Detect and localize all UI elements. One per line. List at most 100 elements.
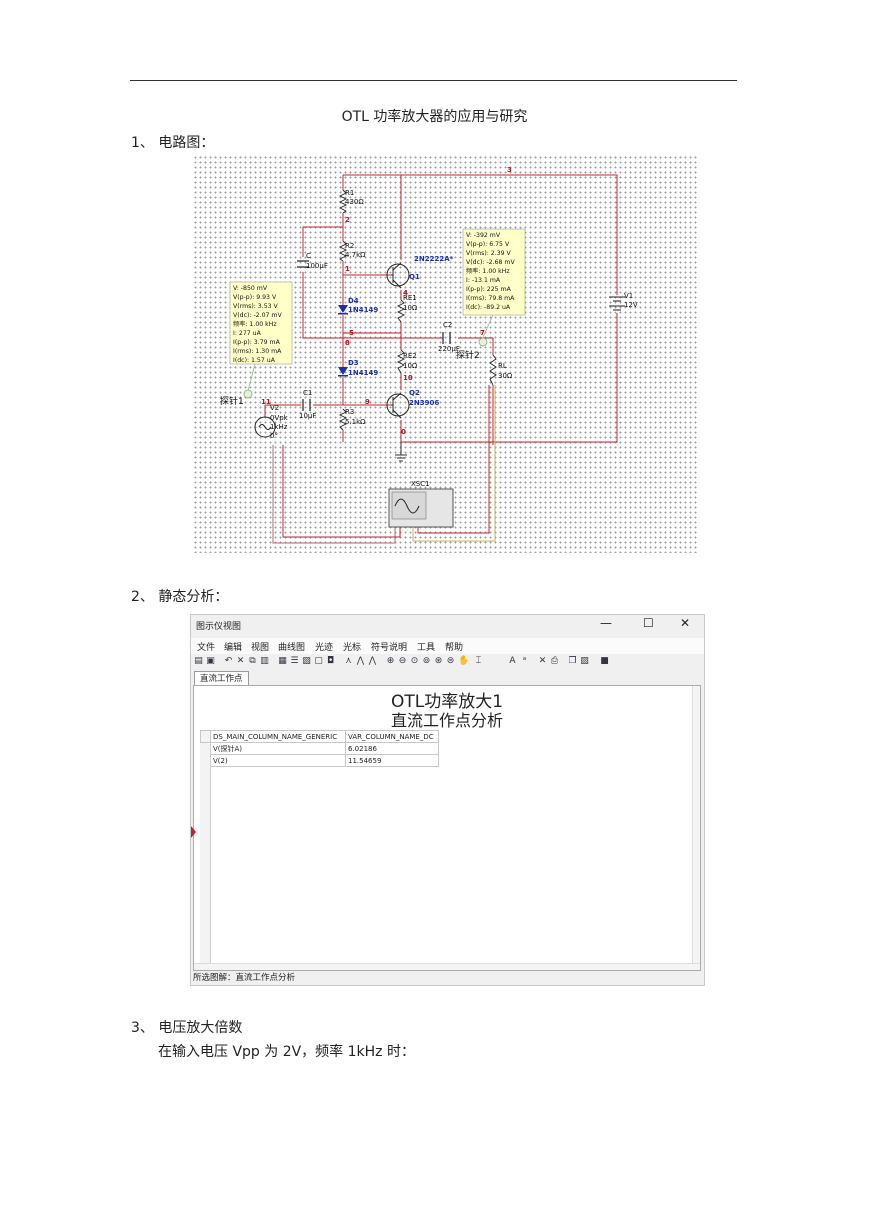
menu-cursor[interactable]: 光标	[343, 643, 362, 653]
table-row[interactable]: 1 V(探针A) 6.02186	[200, 742, 699, 755]
node-label: 2	[345, 216, 350, 224]
status-bar: 所选图解：直流工作点分析	[191, 971, 704, 985]
cursor-pair-icon[interactable]: ⋀	[356, 656, 365, 666]
section-heading-circuit: 1、 电路图：	[131, 135, 215, 151]
q1-label: Q1	[409, 273, 420, 281]
text-icon[interactable]: A	[509, 656, 516, 666]
copy-graph-icon[interactable]: ❐	[568, 656, 577, 666]
xsc-label: XSC1	[411, 480, 430, 488]
column-header-name[interactable]: DS_MAIN_COLUMN_NAME_GENERIC	[210, 730, 346, 743]
tab-dc-operating-point[interactable]: 直流工作点	[194, 671, 249, 686]
zoom-in-icon[interactable]: ⊕	[386, 656, 395, 666]
vertical-scrollbar[interactable]	[692, 686, 700, 970]
paste-icon[interactable]: ▥	[260, 656, 269, 666]
r2-value: 4.7kΩ	[345, 251, 366, 259]
export-icon[interactable]: ⎙	[550, 656, 559, 666]
results-panel: OTL功率放大1 直流工作点分析 DS_MAIN_COLUMN_NAME_GEN…	[191, 685, 701, 971]
r3-value: 5.1kΩ	[345, 418, 366, 426]
row-name: V(2)	[210, 754, 346, 767]
menu-help[interactable]: 帮助	[445, 643, 464, 653]
probe2-line: I: -13.1 mA	[466, 277, 501, 284]
probe1-line: I(rms): 1.30 mA	[233, 348, 282, 355]
probe1-name: 探针1	[220, 395, 244, 407]
probe1-line: V: -850 mV	[233, 285, 268, 292]
stop-icon[interactable]: ■	[600, 656, 609, 666]
window-icon[interactable]: ◘	[326, 656, 335, 666]
c-value: 100µF	[306, 262, 328, 270]
v2-frequency: 1kHz	[270, 423, 288, 431]
undo-icon[interactable]: ↶	[224, 656, 233, 666]
zoom-area-icon[interactable]: ⊙	[410, 656, 419, 666]
delete-icon[interactable]: ✕	[236, 656, 245, 666]
node-label: 9	[365, 398, 370, 406]
menu-edit[interactable]: 编辑	[224, 643, 243, 653]
rl-value: 30Ω	[498, 372, 513, 380]
c1-label: C1	[303, 389, 312, 397]
minimize-icon[interactable]: —	[600, 616, 612, 630]
header-rule	[130, 80, 737, 81]
node-label: 11	[261, 398, 271, 406]
list-icon[interactable]: ☰	[290, 656, 299, 666]
probe1-line: I(p-p): 3.79 mA	[233, 339, 281, 346]
toolbar: ▤ ▣ ↶ ✕ ⧉ ▥ ▦ ☰ ▧ ▢ ◘ ⋏ ⋀ ⋀ ⊕ ⊖ ⊙ ⊚ ⊛ ⊜ …	[191, 655, 704, 669]
maximize-icon[interactable]: ☐	[643, 616, 654, 630]
node-label: 10	[403, 374, 413, 382]
probe1-line: V(dc): -2.07 mV	[233, 312, 282, 319]
probe2-name: 探针2	[456, 349, 480, 361]
pan-icon[interactable]: ✋	[458, 656, 470, 666]
probe1-line: V(rms): 3.53 V	[233, 303, 279, 310]
node-label: 8	[345, 339, 350, 347]
d3-label: D3	[348, 359, 359, 367]
copy-icon[interactable]: ⧉	[249, 656, 256, 666]
row-value: 6.02186	[345, 742, 439, 755]
circuit-diagram: R1 430Ω R2 4.7kΩ C 100µF 2N2222A* Q1 D4 …	[193, 155, 698, 553]
cursor-move-icon[interactable]: ⋀	[368, 656, 377, 666]
save-icon[interactable]: ▣	[206, 656, 215, 666]
label-icon[interactable]: ᵃ	[522, 656, 527, 666]
d4-model: 1N4149	[348, 306, 378, 314]
page-icon[interactable]: ▢	[314, 656, 323, 666]
q2-label: Q2	[409, 389, 420, 397]
re1-value: 10Ω	[403, 304, 418, 312]
menu-graph[interactable]: 曲线图	[278, 643, 306, 653]
d4-label: D4	[348, 297, 359, 305]
node-label: 0	[401, 428, 406, 436]
zoom-out-icon[interactable]: ⊖	[398, 656, 407, 666]
cursors-icon[interactable]: ⌶	[475, 656, 482, 666]
table-empty-cell	[438, 742, 699, 755]
menu-view[interactable]: 视图	[251, 643, 270, 653]
column-header-dc[interactable]: VAR_COLUMN_NAME_DC	[345, 730, 439, 743]
grid-icon[interactable]: ▦	[278, 656, 287, 666]
menu-legend[interactable]: 符号说明	[371, 643, 408, 653]
close-icon[interactable]: ✕	[680, 616, 691, 630]
probe2-line: V: -392 mV	[466, 232, 501, 239]
row-header-bar	[200, 743, 211, 965]
chart-icon[interactable]: ▧	[302, 656, 311, 666]
v2-label: V2	[270, 404, 279, 412]
node-label: 3	[507, 166, 512, 174]
zoom-y-icon[interactable]: ⊛	[434, 656, 443, 666]
node-label: 7	[480, 329, 485, 337]
zoom-x-icon[interactable]: ⊚	[422, 656, 431, 666]
grapher-window: 图示仪视图 — ☐ ✕ 文件 编辑 视图 曲线图 光迹 光标 符号说明 工具 帮…	[190, 614, 705, 986]
table-row[interactable]: 2 V(2) 11.54659	[200, 754, 699, 767]
row-name: V(探针A)	[210, 742, 346, 755]
probe1-line: I(dc): 1.57 uA	[233, 357, 276, 364]
row-value: 11.54659	[345, 754, 439, 767]
horizontal-scrollbar[interactable]	[194, 963, 700, 970]
open-icon[interactable]: ▤	[194, 656, 203, 666]
gain-paragraph: 在输入电压 Vpp 为 2V，频率 1kHz 时：	[158, 1044, 415, 1060]
menu-file[interactable]: 文件	[197, 643, 216, 653]
menu-trace[interactable]: 光迹	[315, 643, 334, 653]
probe1-line: V(p-p): 9.93 V	[233, 294, 277, 301]
window-title: 图示仪视图	[196, 622, 242, 632]
probe2-line: I(dc): -89.2 uA	[466, 304, 511, 311]
node-label: 4	[403, 289, 408, 297]
menu-tools[interactable]: 工具	[417, 643, 436, 653]
cursor-icon[interactable]: ⋏	[345, 656, 352, 666]
properties-icon[interactable]: ▨	[580, 656, 589, 666]
v1-label: V1	[624, 292, 633, 300]
overlay-icon[interactable]: ✕	[538, 656, 547, 666]
zoom-full-icon[interactable]: ⊜	[446, 656, 455, 666]
c-label: C	[306, 252, 311, 260]
